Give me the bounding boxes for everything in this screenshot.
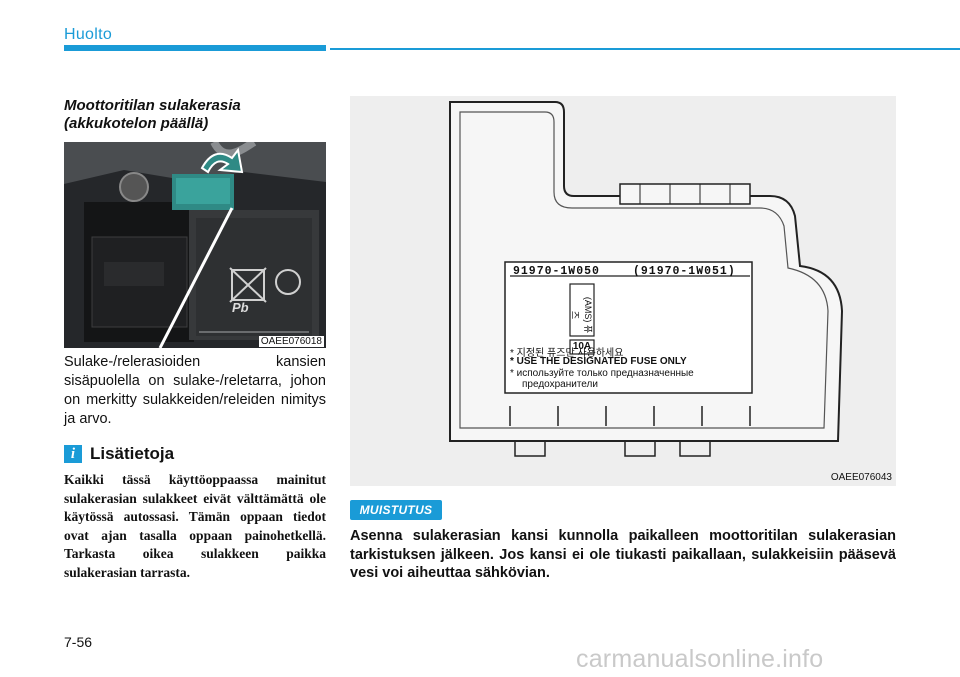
label-line-3: * используйте только предназначенные — [510, 368, 694, 379]
label-alt-part-number: (91970-1W051) — [633, 265, 736, 278]
header-rule-thick — [64, 45, 326, 51]
page-number: 7-56 — [64, 634, 93, 650]
body-text: Sulake-/relerasioiden kansien sisäpuolel… — [64, 354, 326, 427]
engine-photo: Pb OAEE076018 — [64, 142, 326, 348]
watermark: carmanualsonline.info — [576, 645, 824, 673]
info-text: Kaikki tässä käyttöoppaassa mainitut sul… — [64, 472, 326, 580]
section-heading: Moottoritilan sulakerasia (akkukotelon p… — [64, 97, 241, 132]
label-line-1: * 지정된 퓨즈만 사용하세요 — [510, 348, 624, 359]
info-icon: i — [64, 445, 82, 463]
label-line-4: предохранители — [522, 379, 598, 390]
photo-code: OAEE076018 — [258, 336, 324, 347]
header-rule-thin — [330, 48, 960, 50]
info-header: i Lisätietoja — [64, 444, 174, 464]
label-fuse-value: 10A — [572, 341, 592, 352]
label-part-number: 91970-1W050 — [513, 265, 600, 278]
diagram-code: OAEE076043 — [830, 472, 892, 483]
photo-pb-label: Pb — [232, 300, 249, 315]
section-title: Huolto — [64, 26, 113, 43]
label-fuse-name: (AMS) 퓨즈 — [570, 296, 593, 334]
info-label: Lisätietoja — [90, 444, 175, 463]
label-line-2: * USE THE DESIGNATED FUSE ONLY — [510, 356, 687, 367]
caution-badge: MUISTUTUS — [350, 500, 442, 520]
fuse-cover-diagram: 91970-1W050 (91970-1W051) (AMS) 퓨즈 10A *… — [350, 96, 896, 486]
caution-text: Asenna sulakerasian kansi kunnolla paika… — [350, 528, 896, 581]
